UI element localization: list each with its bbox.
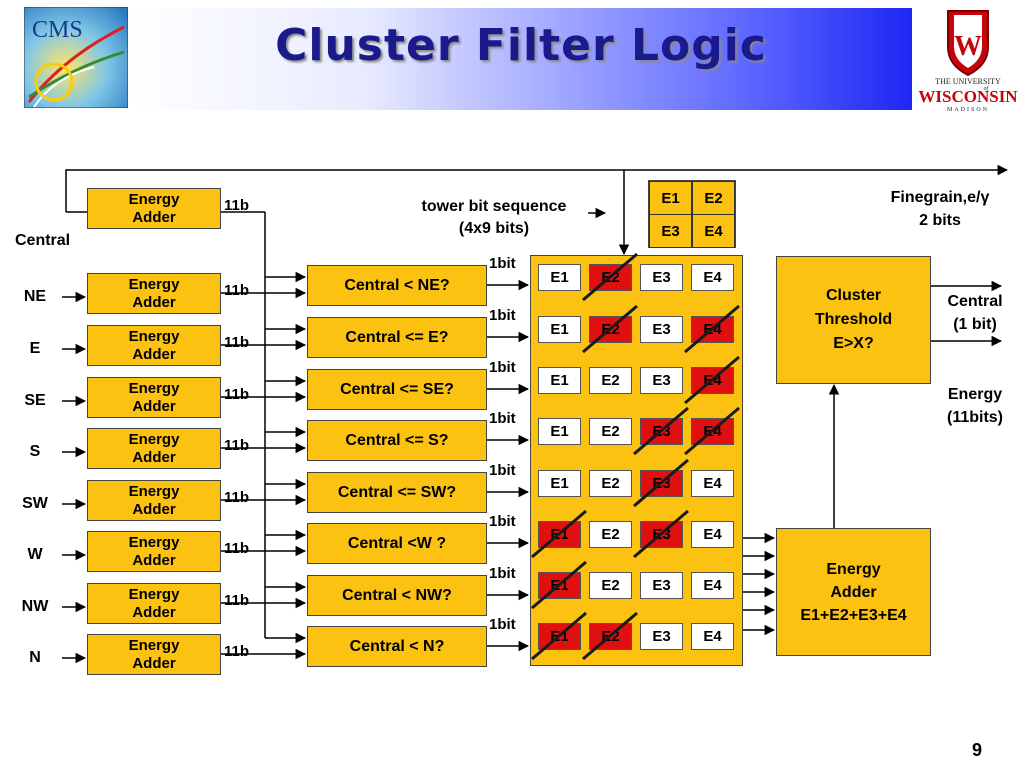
tower-cell-e1: E1	[538, 316, 581, 343]
adder-bits-label: 11b	[224, 197, 250, 214]
tower-legend-grid: E1 E2 E3 E4	[648, 180, 736, 248]
veto-slash	[684, 406, 740, 456]
compare-box-s: Central <= S?	[307, 420, 487, 461]
input-label-s: S	[29, 443, 41, 460]
tower-cell-e4: E4	[691, 623, 734, 650]
cluster-threshold-box: Cluster Threshold E>X?	[776, 256, 931, 384]
tower-cell-e4: E4	[691, 264, 734, 291]
veto-slash	[582, 304, 638, 354]
compare-bit-label: 1bit	[489, 616, 516, 633]
header-band	[130, 8, 912, 110]
input-label-n: N	[29, 649, 41, 666]
tower-cell-e2: E2	[589, 418, 632, 445]
legend-e4: E4	[692, 214, 735, 248]
veto-slash	[582, 252, 638, 302]
tower-cell-e4: E4	[691, 572, 734, 599]
compare-box-n: Central < N?	[307, 626, 487, 667]
input-label-central: Central	[15, 232, 71, 249]
sum-energy-adder-box: Energy Adder E1+E2+E3+E4	[776, 528, 931, 656]
veto-slash	[633, 406, 689, 456]
adder-bits-label: 11b	[224, 386, 250, 403]
tower-cell-e1: E1	[538, 470, 581, 497]
veto-slash	[531, 611, 587, 661]
svg-text:MADISON: MADISON	[947, 107, 989, 113]
tower-cell-e4: E4	[691, 521, 734, 548]
tower-cell-e1: E1	[538, 418, 581, 445]
adder-bits-label: 11b	[224, 592, 250, 609]
compare-bit-label: 1bit	[489, 513, 516, 530]
compare-bit-label: 1bit	[489, 255, 516, 272]
input-label-sw: SW	[22, 495, 48, 512]
adder-bits-label: 11b	[224, 540, 250, 557]
svg-text:W: W	[954, 31, 982, 62]
cms-logo: CMS	[23, 6, 129, 109]
adder-bits-label: 11b	[224, 643, 250, 660]
compare-bit-label: 1bit	[489, 462, 516, 479]
adder-bits-label: 11b	[224, 282, 250, 299]
tower-cell-e1: E1	[538, 367, 581, 394]
central-bypass-line	[65, 164, 1009, 212]
adder-bits-label: 11b	[224, 489, 250, 506]
tower-cell-e2: E2	[589, 470, 632, 497]
input-label-e: E	[29, 340, 41, 357]
adder-bits-label: 11b	[224, 437, 250, 454]
veto-slash	[531, 509, 587, 559]
veto-slash	[684, 304, 740, 354]
central-output-label: Central (1 bit)	[947, 293, 1003, 333]
veto-slash	[582, 611, 638, 661]
compare-bit-label: 1bit	[489, 307, 516, 324]
tower-sequence-label: tower bit sequence (4x9 bits)	[421, 198, 567, 237]
compare-bit-label: 1bit	[489, 410, 516, 427]
input-label-w: W	[27, 546, 43, 563]
veto-slash	[684, 355, 740, 405]
compare-box-sw: Central <= SW?	[307, 472, 487, 513]
tower-cell-e3: E3	[640, 367, 683, 394]
tower-cell-e3: E3	[640, 264, 683, 291]
uw-logo: W THE UNIVERSITY of WISCONSIN MADISON	[914, 5, 1022, 113]
tower-cell-e3: E3	[640, 572, 683, 599]
compare-box-w: Central <W ?	[307, 523, 487, 564]
slide-title: Cluster Filter Logic	[275, 20, 767, 71]
compare-box-nw: Central < NW?	[307, 575, 487, 616]
svg-text:WISCONSIN: WISCONSIN	[918, 87, 1018, 106]
veto-slash	[633, 509, 689, 559]
compare-box-ne: Central < NE?	[307, 265, 487, 306]
tower-cell-e1: E1	[538, 264, 581, 291]
veto-slash	[531, 560, 587, 610]
input-label-se: SE	[24, 392, 46, 409]
tower-cell-e2: E2	[589, 572, 632, 599]
input-label-ne: NE	[23, 288, 47, 305]
tower-cell-e4: E4	[691, 470, 734, 497]
svg-text:CMS: CMS	[32, 17, 83, 43]
veto-slash	[633, 458, 689, 508]
compare-box-e: Central <= E?	[307, 317, 487, 358]
page-number: 9	[972, 740, 983, 760]
tower-cell-e2: E2	[589, 367, 632, 394]
energy-output-label: Energy (11bits)	[946, 386, 1003, 426]
compare-bit-label: 1bit	[489, 565, 516, 582]
svg-text:of: of	[984, 85, 990, 92]
tower-cell-e3: E3	[640, 316, 683, 343]
legend-e3: E3	[649, 214, 692, 248]
input-label-nw: NW	[21, 598, 49, 615]
finegrain-label: Finegrain,e/γ 2 bits	[890, 189, 990, 229]
adder-bits-label: 11b	[224, 334, 250, 351]
compare-bit-label: 1bit	[489, 359, 516, 376]
svg-text:THE UNIVERSITY: THE UNIVERSITY	[935, 77, 1001, 86]
tower-cell-e3: E3	[640, 623, 683, 650]
compare-box-se: Central <= SE?	[307, 369, 487, 410]
tower-cell-e2: E2	[589, 521, 632, 548]
